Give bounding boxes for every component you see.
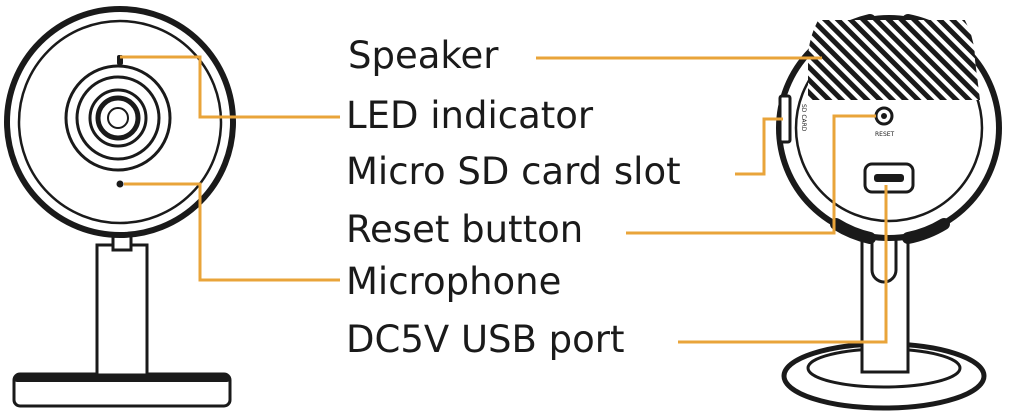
leader-usb bbox=[678, 185, 888, 344]
leader-microphone bbox=[124, 182, 340, 282]
label-dc5v-usb-port: DC5V USB port bbox=[346, 318, 625, 361]
leader-sd-card bbox=[735, 117, 783, 176]
label-led-indicator: LED indicator bbox=[346, 94, 594, 137]
label-speaker: Speaker bbox=[348, 34, 499, 77]
label-reset-button: Reset button bbox=[346, 208, 584, 251]
label-micro-sd-card-slot: Micro SD card slot bbox=[346, 150, 681, 193]
sd-card-marking: SD CARD bbox=[800, 104, 807, 132]
speaker-grille bbox=[808, 20, 980, 101]
back-camera: SD CARD RESET bbox=[776, 14, 1002, 411]
front-stem bbox=[95, 243, 149, 377]
microphone-dot bbox=[116, 180, 124, 188]
leader-reset bbox=[626, 114, 876, 235]
leader-lines bbox=[120, 55, 888, 344]
leader-led bbox=[120, 55, 340, 119]
reset-marking: RESET bbox=[875, 131, 895, 138]
label-microphone: Microphone bbox=[346, 260, 562, 303]
front-camera bbox=[4, 6, 236, 408]
